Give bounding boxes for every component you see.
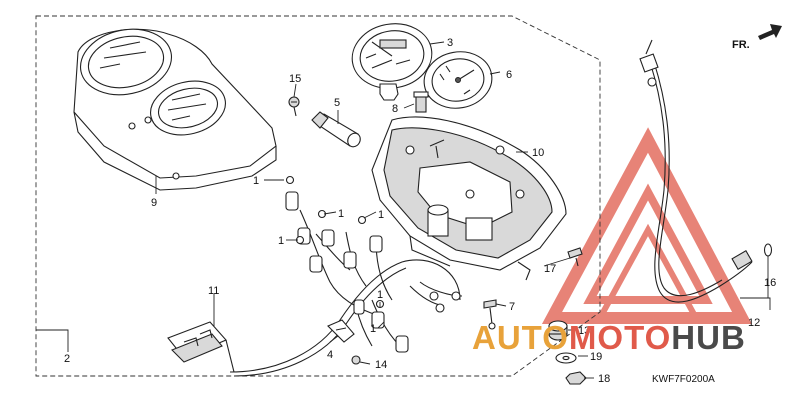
- screw-part-17: [567, 247, 583, 267]
- watermark-part-auto: AUTO: [472, 319, 569, 356]
- watermark-brand-text: AUTOMOTOHUB: [472, 318, 746, 358]
- meter-case-part: [371, 116, 567, 281]
- watermark-part-moto: MOTO: [568, 319, 672, 356]
- part-label-3: 3: [447, 37, 453, 49]
- front-direction-arrow-icon: [758, 24, 782, 40]
- part-label-2: 2: [64, 353, 70, 365]
- screw-part-7: [483, 299, 497, 330]
- part-label-19: 19: [590, 351, 602, 363]
- part-labels: 1 1 1 1 1 1 2 3 4 5 6 7 8 9 10 11 12 13 …: [64, 37, 776, 385]
- grommet-part-13: [548, 320, 568, 341]
- connector-part: [167, 321, 235, 373]
- part-label-1: 1: [370, 323, 376, 335]
- part-label-1: 1: [378, 209, 384, 221]
- part-label-10: 10: [532, 147, 544, 159]
- speedometer-part: [351, 23, 433, 101]
- part-label-6: 6: [506, 69, 512, 81]
- watermark-triangle-logo: [541, 127, 752, 324]
- screw-part-14: [351, 355, 361, 365]
- speedometer-cable-part: [639, 39, 773, 303]
- clamp-part: [327, 319, 355, 343]
- part-label-1: 1: [338, 208, 344, 220]
- part-label-18: 18: [598, 373, 610, 385]
- nut-part-18: [565, 371, 587, 385]
- part-label-13: 13: [578, 325, 590, 337]
- assembly-boundary: [35, 15, 601, 377]
- watermark-part-hub: HUB: [671, 319, 746, 356]
- part-label-7: 7: [509, 301, 515, 313]
- part-label-11: 11: [208, 285, 219, 297]
- part-label-5: 5: [334, 97, 340, 109]
- diagram-code: KWF7F0200A: [652, 374, 715, 385]
- part-label-4: 4: [327, 349, 333, 361]
- cable-nut-part: [311, 111, 361, 148]
- part-label-17: 17: [544, 263, 556, 275]
- direction-label: FR.: [732, 39, 750, 51]
- part-label-8: 8: [392, 103, 398, 115]
- part-label-1: 1: [253, 175, 259, 187]
- part-label-16: 16: [764, 277, 776, 289]
- part-label-14: 14: [375, 359, 387, 371]
- leader-lines: [155, 41, 771, 379]
- meter-cover-part: [73, 28, 277, 191]
- gauge-part: [423, 51, 493, 109]
- part-label-15: 15: [289, 73, 301, 85]
- screw-part-15: [288, 96, 300, 117]
- part-label-1: 1: [278, 235, 284, 247]
- part-label-1: 1: [377, 289, 383, 301]
- part-label-12: 12: [748, 317, 760, 329]
- washer-part-19: [555, 352, 577, 364]
- bulb-socket-part-8: [413, 91, 429, 113]
- part-label-9: 9: [151, 197, 157, 209]
